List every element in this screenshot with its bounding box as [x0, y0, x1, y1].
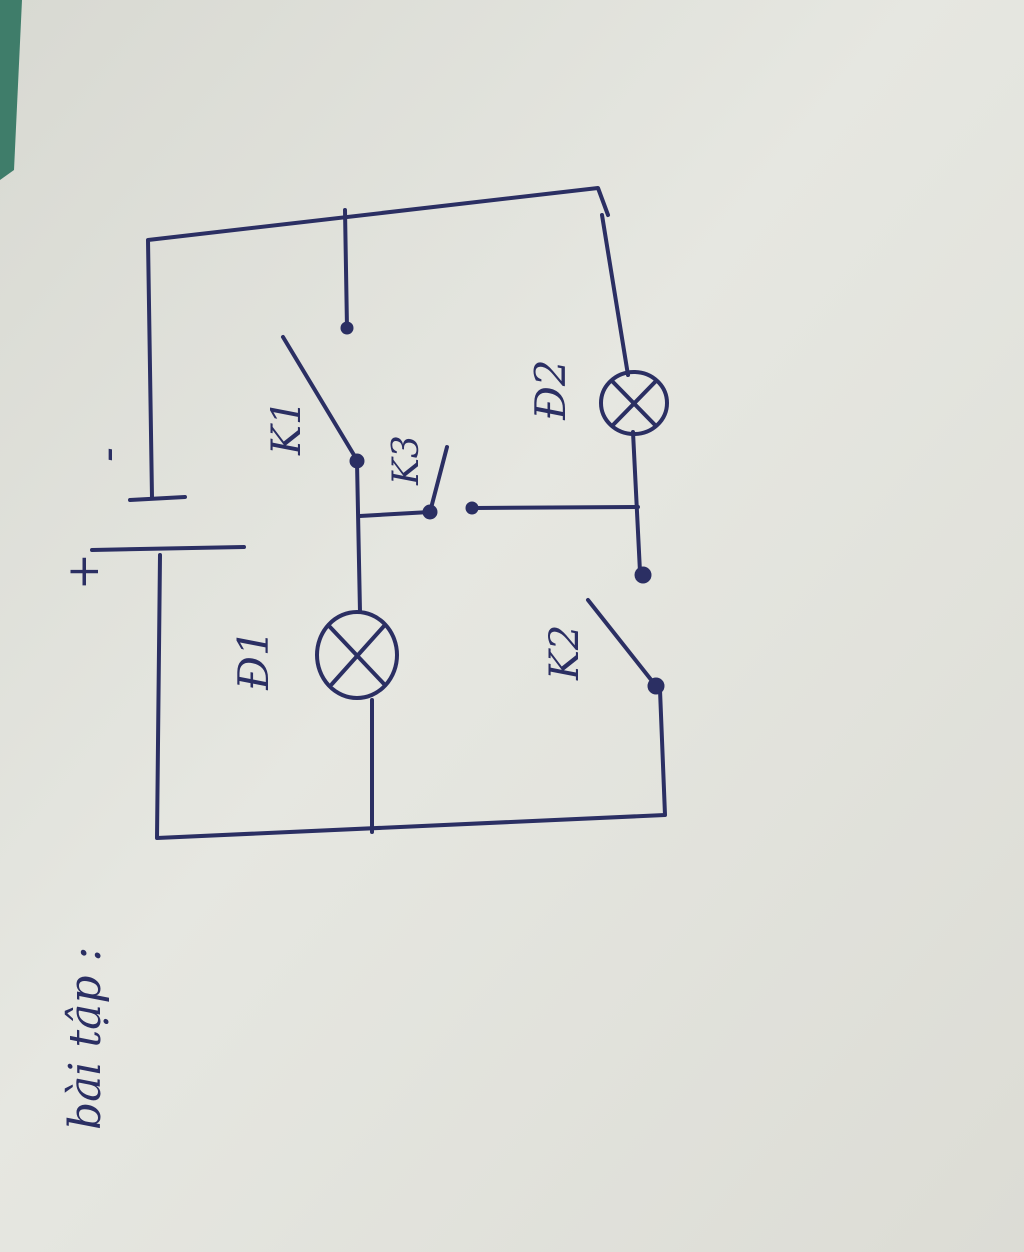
- switch-k3: K3: [386, 435, 479, 520]
- circuit-wires: [146, 186, 667, 840]
- lamp-d2-label: Đ2: [526, 359, 575, 421]
- battery: + -: [58, 447, 246, 590]
- switch-k2-label: K2: [542, 625, 588, 681]
- lamp-d2: Đ2: [526, 359, 669, 436]
- switch-k1-label: K1: [264, 400, 310, 456]
- lamp-d1: Đ1: [229, 610, 399, 700]
- switch-k3-label: K3: [386, 435, 427, 486]
- switch-k1: K1: [264, 321, 365, 469]
- paper-edge: [0, 0, 22, 180]
- heading-text: bài tập :: [60, 947, 111, 1130]
- lamp-d1-label: Đ1: [229, 629, 278, 691]
- battery-minus-label: -: [82, 447, 133, 462]
- switch-k2: K2: [542, 566, 665, 695]
- battery-plus-label: +: [58, 553, 109, 590]
